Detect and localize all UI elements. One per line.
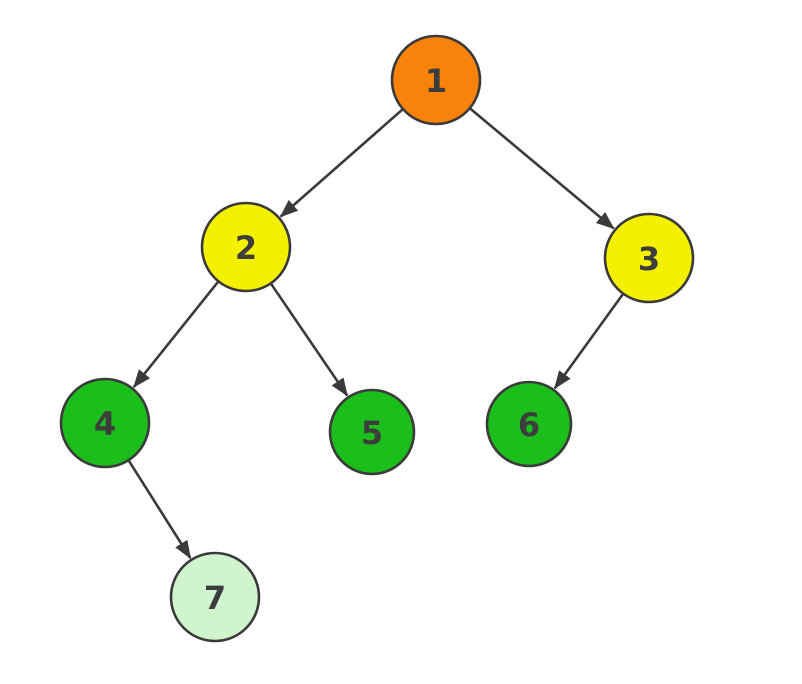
tree-node-3: 3 xyxy=(603,212,695,304)
tree-node-7-label: 7 xyxy=(204,579,226,617)
tree-node-6: 6 xyxy=(485,380,573,468)
tree-node-1-label: 1 xyxy=(425,62,447,100)
tree-node-6-circle xyxy=(485,380,573,468)
tree-node-6-label: 6 xyxy=(518,406,540,444)
tree-node-4-circle xyxy=(59,377,151,469)
tree-node-1: 1 xyxy=(390,34,482,126)
tree-node-5-circle xyxy=(328,388,416,476)
tree-node-4-label: 4 xyxy=(94,405,116,443)
tree-edge-4-7 xyxy=(127,460,192,559)
tree-edge-1-2 xyxy=(279,108,404,218)
tree-node-2-circle xyxy=(200,201,292,293)
tree-node-5-label: 5 xyxy=(361,414,383,452)
tree-node-7-circle xyxy=(169,551,261,643)
tree-edge-1-3 xyxy=(469,107,615,230)
tree-node-2: 2 xyxy=(200,201,292,293)
tree-node-7: 7 xyxy=(169,551,261,643)
tree-node-1-circle xyxy=(390,34,482,126)
tree-node-2-label: 2 xyxy=(235,229,257,267)
tree-edge-2-4 xyxy=(132,281,219,388)
tree-node-4: 4 xyxy=(59,377,151,469)
tree-edge-2-5 xyxy=(270,283,349,397)
tree-node-3-circle xyxy=(603,212,695,304)
tree-node-3-label: 3 xyxy=(638,240,660,278)
tree-edge-3-6 xyxy=(553,293,624,390)
tree-node-5: 5 xyxy=(328,388,416,476)
